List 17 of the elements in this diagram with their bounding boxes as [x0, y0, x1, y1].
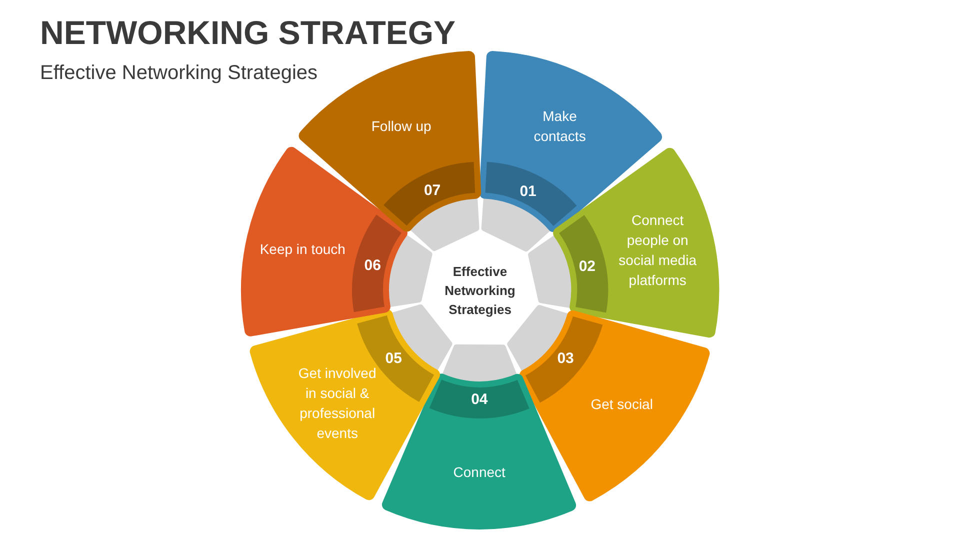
step-number: 01	[520, 182, 536, 200]
center-label: Effective Networking Strategies	[425, 262, 535, 318]
segment-label: Keep in touch	[258, 240, 346, 260]
step-number: 05	[385, 350, 402, 367]
segment-label: Connect people on social media platforms	[618, 211, 698, 290]
step-number: 06	[364, 256, 381, 274]
segment-label: Follow up	[370, 116, 432, 136]
step-number: 03	[557, 350, 574, 368]
subtitle: Effective Networking Strategies	[40, 62, 318, 85]
title: NETWORKING STRATEGY	[40, 14, 456, 52]
segment-label: Connect	[452, 462, 506, 482]
step-number: 02	[578, 258, 596, 274]
segment-label: Get involved in social & professional events	[297, 364, 378, 444]
segment-label: Get social	[590, 395, 654, 414]
segment-label: Make contacts	[532, 107, 587, 146]
step-number: 04	[471, 391, 488, 408]
step-number: 07	[424, 182, 441, 200]
